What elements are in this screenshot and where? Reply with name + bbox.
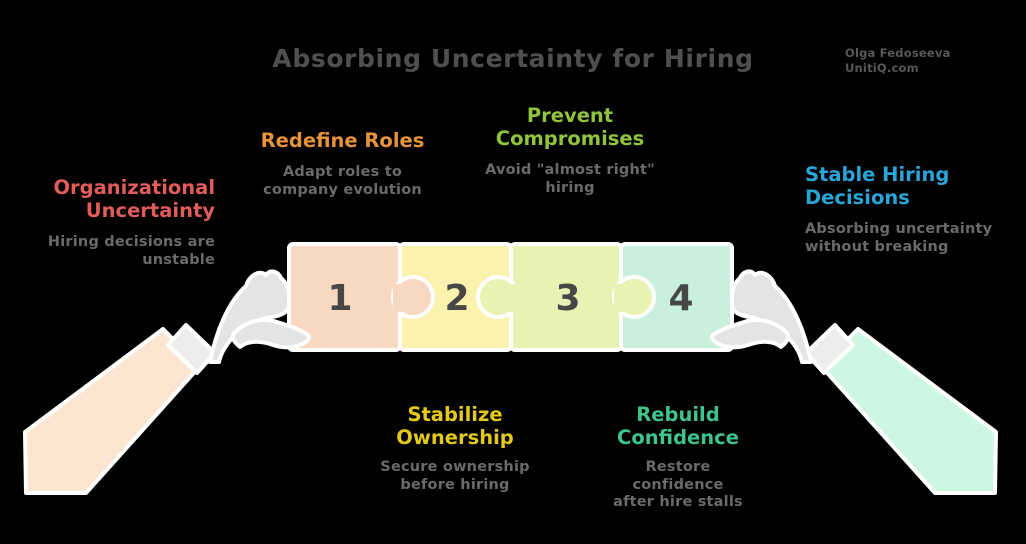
left-hand-palm — [208, 269, 291, 364]
label-description: Absorbing uncertainty without breaking — [805, 221, 993, 255]
left-cuff — [166, 323, 217, 375]
credit-site: UnitiQ.com — [845, 60, 919, 75]
puzzle-knob-neck — [614, 284, 628, 312]
puzzle-knob-neck — [393, 284, 409, 312]
right-arm — [804, 323, 998, 495]
label-heading: Rebuild Confidence — [617, 403, 739, 449]
label-description: Adapt roles to company evolution — [263, 164, 422, 198]
right-hand-thumb — [709, 317, 791, 350]
label-organizational-uncertainty: Organizational Uncertainty Hiring decisi… — [15, 176, 215, 269]
label-stable-hiring-decisions: Stable Hiring Decisions Absorbing uncert… — [805, 163, 1017, 256]
piece-number-3: 3 — [555, 278, 581, 319]
puzzle-knob-neck — [509, 284, 525, 312]
piece-number-4: 4 — [668, 278, 694, 319]
label-heading: Organizational Uncertainty — [53, 176, 215, 222]
label-stabilize-ownership: Stabilize Ownership Secure ownership bef… — [375, 403, 535, 494]
label-redefine-roles: Redefine Roles Adapt roles to company ev… — [252, 129, 433, 199]
right-cuff — [804, 323, 855, 375]
left-hand — [208, 269, 312, 364]
piece-number-2: 2 — [444, 278, 470, 319]
page-title: Absorbing Uncertainty for Hiring — [272, 44, 754, 73]
piece-number-1: 1 — [327, 278, 353, 319]
label-heading: Stable Hiring Decisions — [805, 163, 950, 209]
label-description: Secure ownership before hiring — [380, 459, 530, 493]
label-heading: Redefine Roles — [260, 129, 425, 152]
label-description: Avoid "almost right" hiring — [485, 162, 655, 196]
right-sleeve — [819, 327, 998, 495]
label-description: Restore confidence after hire stalls — [613, 459, 743, 511]
label-description: Hiring decisions are unstable — [47, 234, 215, 268]
credit-block: Olga Fedoseeva UnitiQ.com — [845, 46, 951, 76]
right-hand-palm — [730, 269, 813, 364]
right-hand — [709, 269, 813, 364]
label-heading: Prevent Compromises — [495, 104, 645, 150]
puzzle-strip — [287, 242, 734, 352]
label-rebuild-confidence: Rebuild Confidence Restore confidence af… — [598, 403, 758, 512]
label-heading: Stabilize Ownership — [396, 403, 514, 449]
left-sleeve — [23, 327, 202, 495]
left-hand-thumb — [230, 317, 312, 350]
left-arm — [23, 323, 217, 495]
label-prevent-compromises: Prevent Compromises Avoid "almost right"… — [480, 104, 660, 197]
credit-author: Olga Fedoseeva — [845, 46, 951, 60]
